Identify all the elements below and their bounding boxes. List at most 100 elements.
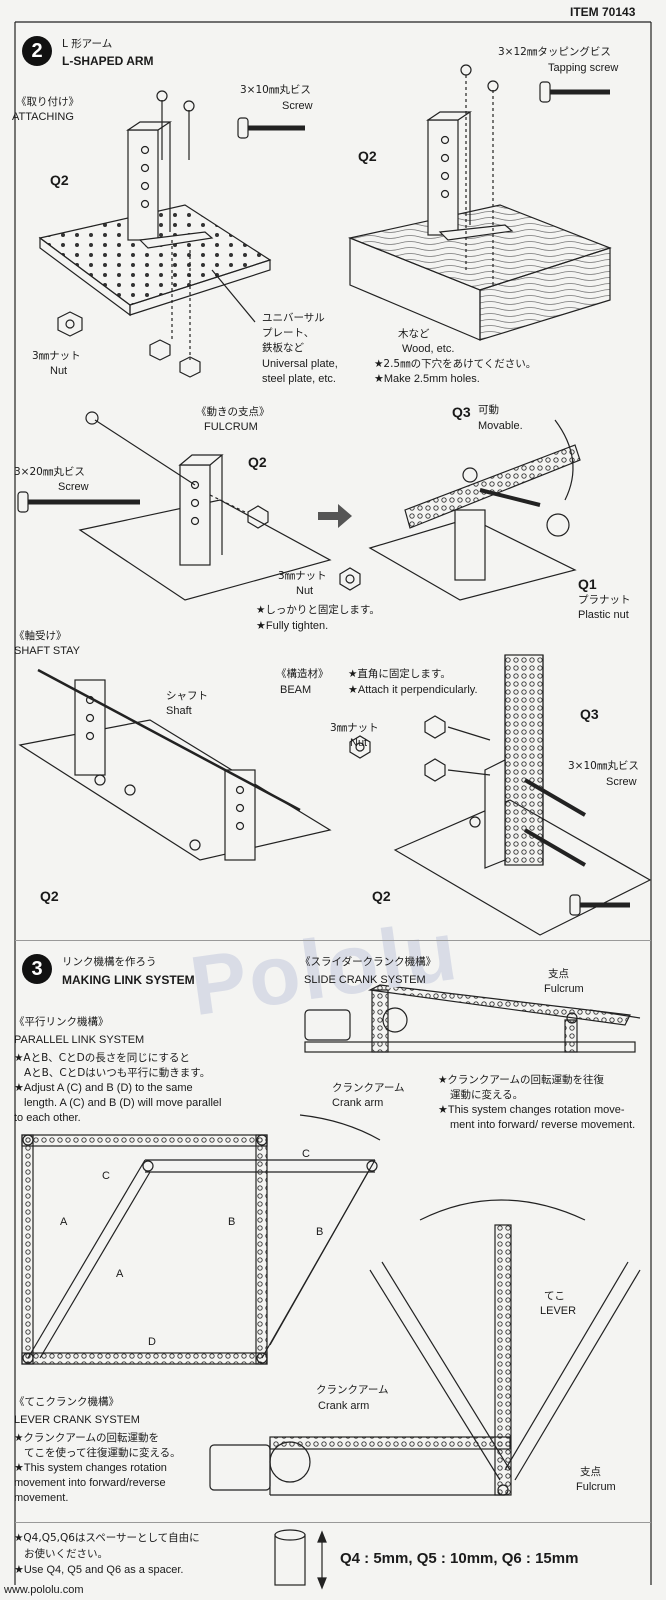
- fulcrum-part-q3: Q3: [452, 404, 471, 420]
- wood-hole-en: ★Make 2.5mm holes.: [374, 373, 480, 385]
- attaching-part-q2: Q2: [50, 172, 69, 188]
- attaching-title-jp: 《取り付け》: [16, 96, 79, 108]
- fulcrum-part-q2: Q2: [248, 454, 267, 470]
- slide-fulcrum-jp: 支点: [548, 968, 569, 980]
- slide-crank-title-en: SLIDE CRANK SYSTEM: [304, 974, 426, 986]
- step-3-title-en: MAKING LINK SYSTEM: [62, 973, 195, 987]
- step-3-title-jp: リンク機構を作ろう: [62, 956, 157, 968]
- lever-note-en-1: ★This system changes rotation: [14, 1462, 167, 1474]
- beam-note-en: ★Attach it perpendicularly.: [348, 684, 478, 696]
- parallel-note-jp-2: AとB、CとDはいつも平行に動きます。: [24, 1067, 211, 1079]
- plate-jp-2: プレート、: [262, 327, 315, 339]
- label-d: D: [148, 1336, 156, 1348]
- tighten-en: ★Fully tighten.: [256, 620, 329, 632]
- lever-note-jp-1: ★クランクアームの回転運動を: [14, 1432, 159, 1444]
- label-b-left: B: [228, 1216, 236, 1228]
- beam-note-jp: ★直角に固定します。: [348, 668, 451, 680]
- parallel-note-en-1: ★Adjust A (C) and B (D) to the same: [14, 1082, 193, 1094]
- label-b-right: B: [316, 1226, 324, 1238]
- lever-crank-arm-jp: クランクアーム: [316, 1384, 389, 1396]
- slide-note-en-1: ★This system changes rotation move-: [438, 1104, 625, 1116]
- shaft-jp: シャフト: [166, 690, 208, 702]
- step-2-title-en: L-SHAPED ARM: [62, 54, 154, 68]
- lever-note-en-2: movement into forward/reverse: [14, 1477, 166, 1489]
- lever-en: LEVER: [540, 1305, 577, 1317]
- beam-nut-jp: 3㎜ナット: [330, 722, 379, 734]
- parallel-note-en-3: to each other.: [14, 1112, 81, 1124]
- lever-note-jp-2: てこを使って往復運動に変える。: [24, 1447, 181, 1459]
- fulcrum-nut-jp: 3㎜ナット: [278, 570, 327, 582]
- step-2-number: 2: [22, 36, 52, 66]
- step-3-number: 3: [22, 954, 52, 984]
- attaching-nut-en: Nut: [50, 365, 68, 377]
- slide-fulcrum-en: Fulcrum: [544, 983, 584, 995]
- attaching-screw-jp: 3×10㎜丸ビス: [240, 84, 311, 96]
- shaft-stay-title-en: SHAFT STAY: [14, 645, 81, 657]
- plate-en-1: Universal plate,: [262, 358, 338, 370]
- label-a-right: A: [116, 1268, 124, 1280]
- plastic-nut-en: Plastic nut: [578, 609, 629, 621]
- slide-note-en-2: ment into forward/ reverse movement.: [450, 1119, 636, 1131]
- shaft-stay-title-jp: 《軸受け》: [14, 630, 67, 642]
- slide-crank-title-jp: 《スライダークランク機構》: [300, 956, 437, 968]
- attaching-nut-jp: 3㎜ナット: [32, 350, 81, 362]
- movable-jp: 可動: [478, 404, 499, 416]
- attaching-screw-en: Screw: [282, 100, 313, 112]
- parallel-note-en-2: length. A (C) and B (D) will move parall…: [24, 1097, 222, 1109]
- plate-en-2: steel plate, etc.: [262, 373, 336, 385]
- lever-fulcrum-jp: 支点: [580, 1466, 601, 1478]
- plate-jp-1: ユニバーサル: [262, 312, 325, 324]
- lever-note-en-3: movement.: [14, 1492, 69, 1504]
- lever-title-jp: 《てこクランク機構》: [14, 1396, 119, 1408]
- wood-en: Wood, etc.: [402, 343, 455, 355]
- beam-nut-en: Nut: [350, 737, 368, 749]
- spacer-note-en: ★Use Q4, Q5 and Q6 as a spacer.: [14, 1564, 184, 1576]
- slide-crank-arm-en: Crank arm: [332, 1097, 384, 1109]
- slide-note-jp-1: ★クランクアームの回転運動を往復: [438, 1074, 604, 1086]
- item-number: ITEM 70143: [570, 5, 636, 19]
- fulcrum-title-jp: 《動きの支点》: [196, 406, 270, 418]
- shaft-stay-part-q2: Q2: [40, 888, 59, 904]
- wood-part-q2: Q2: [358, 148, 377, 164]
- fulcrum-nut-en: Nut: [296, 585, 314, 597]
- wood-jp: 木など: [398, 328, 430, 340]
- beam-screw-jp: 3×10㎜丸ビス: [568, 760, 639, 772]
- section-divider: [15, 940, 651, 941]
- beam-part-q3: Q3: [580, 706, 599, 722]
- wood-hole-jp: ★2.5㎜の下穴をあけてください。: [374, 358, 537, 370]
- wood-screw-en: Tapping screw: [548, 62, 619, 74]
- spacer-note-jp-2: お使いください。: [24, 1548, 108, 1560]
- beam-title-en: BEAM: [280, 684, 312, 696]
- plastic-nut-jp: プラナット: [578, 594, 631, 606]
- lever-title-en: LEVER CRANK SYSTEM: [14, 1414, 140, 1426]
- beam-title-jp: 《構造材》: [276, 668, 329, 680]
- parallel-note-jp-1: ★AとB、CとDの長さを同じにすると: [14, 1052, 190, 1064]
- label-c-left: C: [102, 1170, 110, 1182]
- fulcrum-title-en: FULCRUM: [204, 421, 258, 433]
- label-c-right: C: [302, 1148, 310, 1160]
- lever-jp: てこ: [544, 1290, 565, 1302]
- step-2-title-jp: L 形アーム: [62, 38, 113, 50]
- plate-jp-3: 鉄板など: [262, 342, 304, 354]
- slide-note-jp-2: 運動に変える。: [450, 1089, 524, 1101]
- lever-crank-arm-en: Crank arm: [318, 1400, 370, 1412]
- fulcrum-screw-jp: 3×20㎜丸ビス: [14, 466, 85, 478]
- parallel-title-jp: 《平行リンク機構》: [14, 1016, 109, 1028]
- parallel-title-en: PARALLEL LINK SYSTEM: [14, 1034, 145, 1046]
- section-divider-bottom: [15, 1522, 651, 1523]
- spacer-note-jp-1: ★Q4,Q5,Q6はスペーサーとして自由に: [14, 1532, 200, 1544]
- tighten-jp: ★しっかりと固定します。: [256, 604, 380, 616]
- shaft-en: Shaft: [166, 705, 192, 717]
- spacer-sizes: Q4 : 5mm, Q5 : 10mm, Q6 : 15mm: [340, 1550, 579, 1567]
- beam-part-q2: Q2: [372, 888, 391, 904]
- fulcrum-screw-en: Screw: [58, 481, 89, 493]
- label-a-left: A: [60, 1216, 68, 1228]
- movable-en: Movable.: [478, 420, 523, 432]
- attaching-title-en: ATTACHING: [12, 111, 74, 123]
- lever-fulcrum-en: Fulcrum: [576, 1481, 616, 1493]
- footer-url: www.pololu.com: [4, 1584, 84, 1596]
- slide-crank-arm-jp: クランクアーム: [332, 1082, 405, 1094]
- fulcrum-part-q1: Q1: [578, 576, 597, 592]
- wood-screw-jp: 3×12㎜タッピングビス: [498, 46, 611, 58]
